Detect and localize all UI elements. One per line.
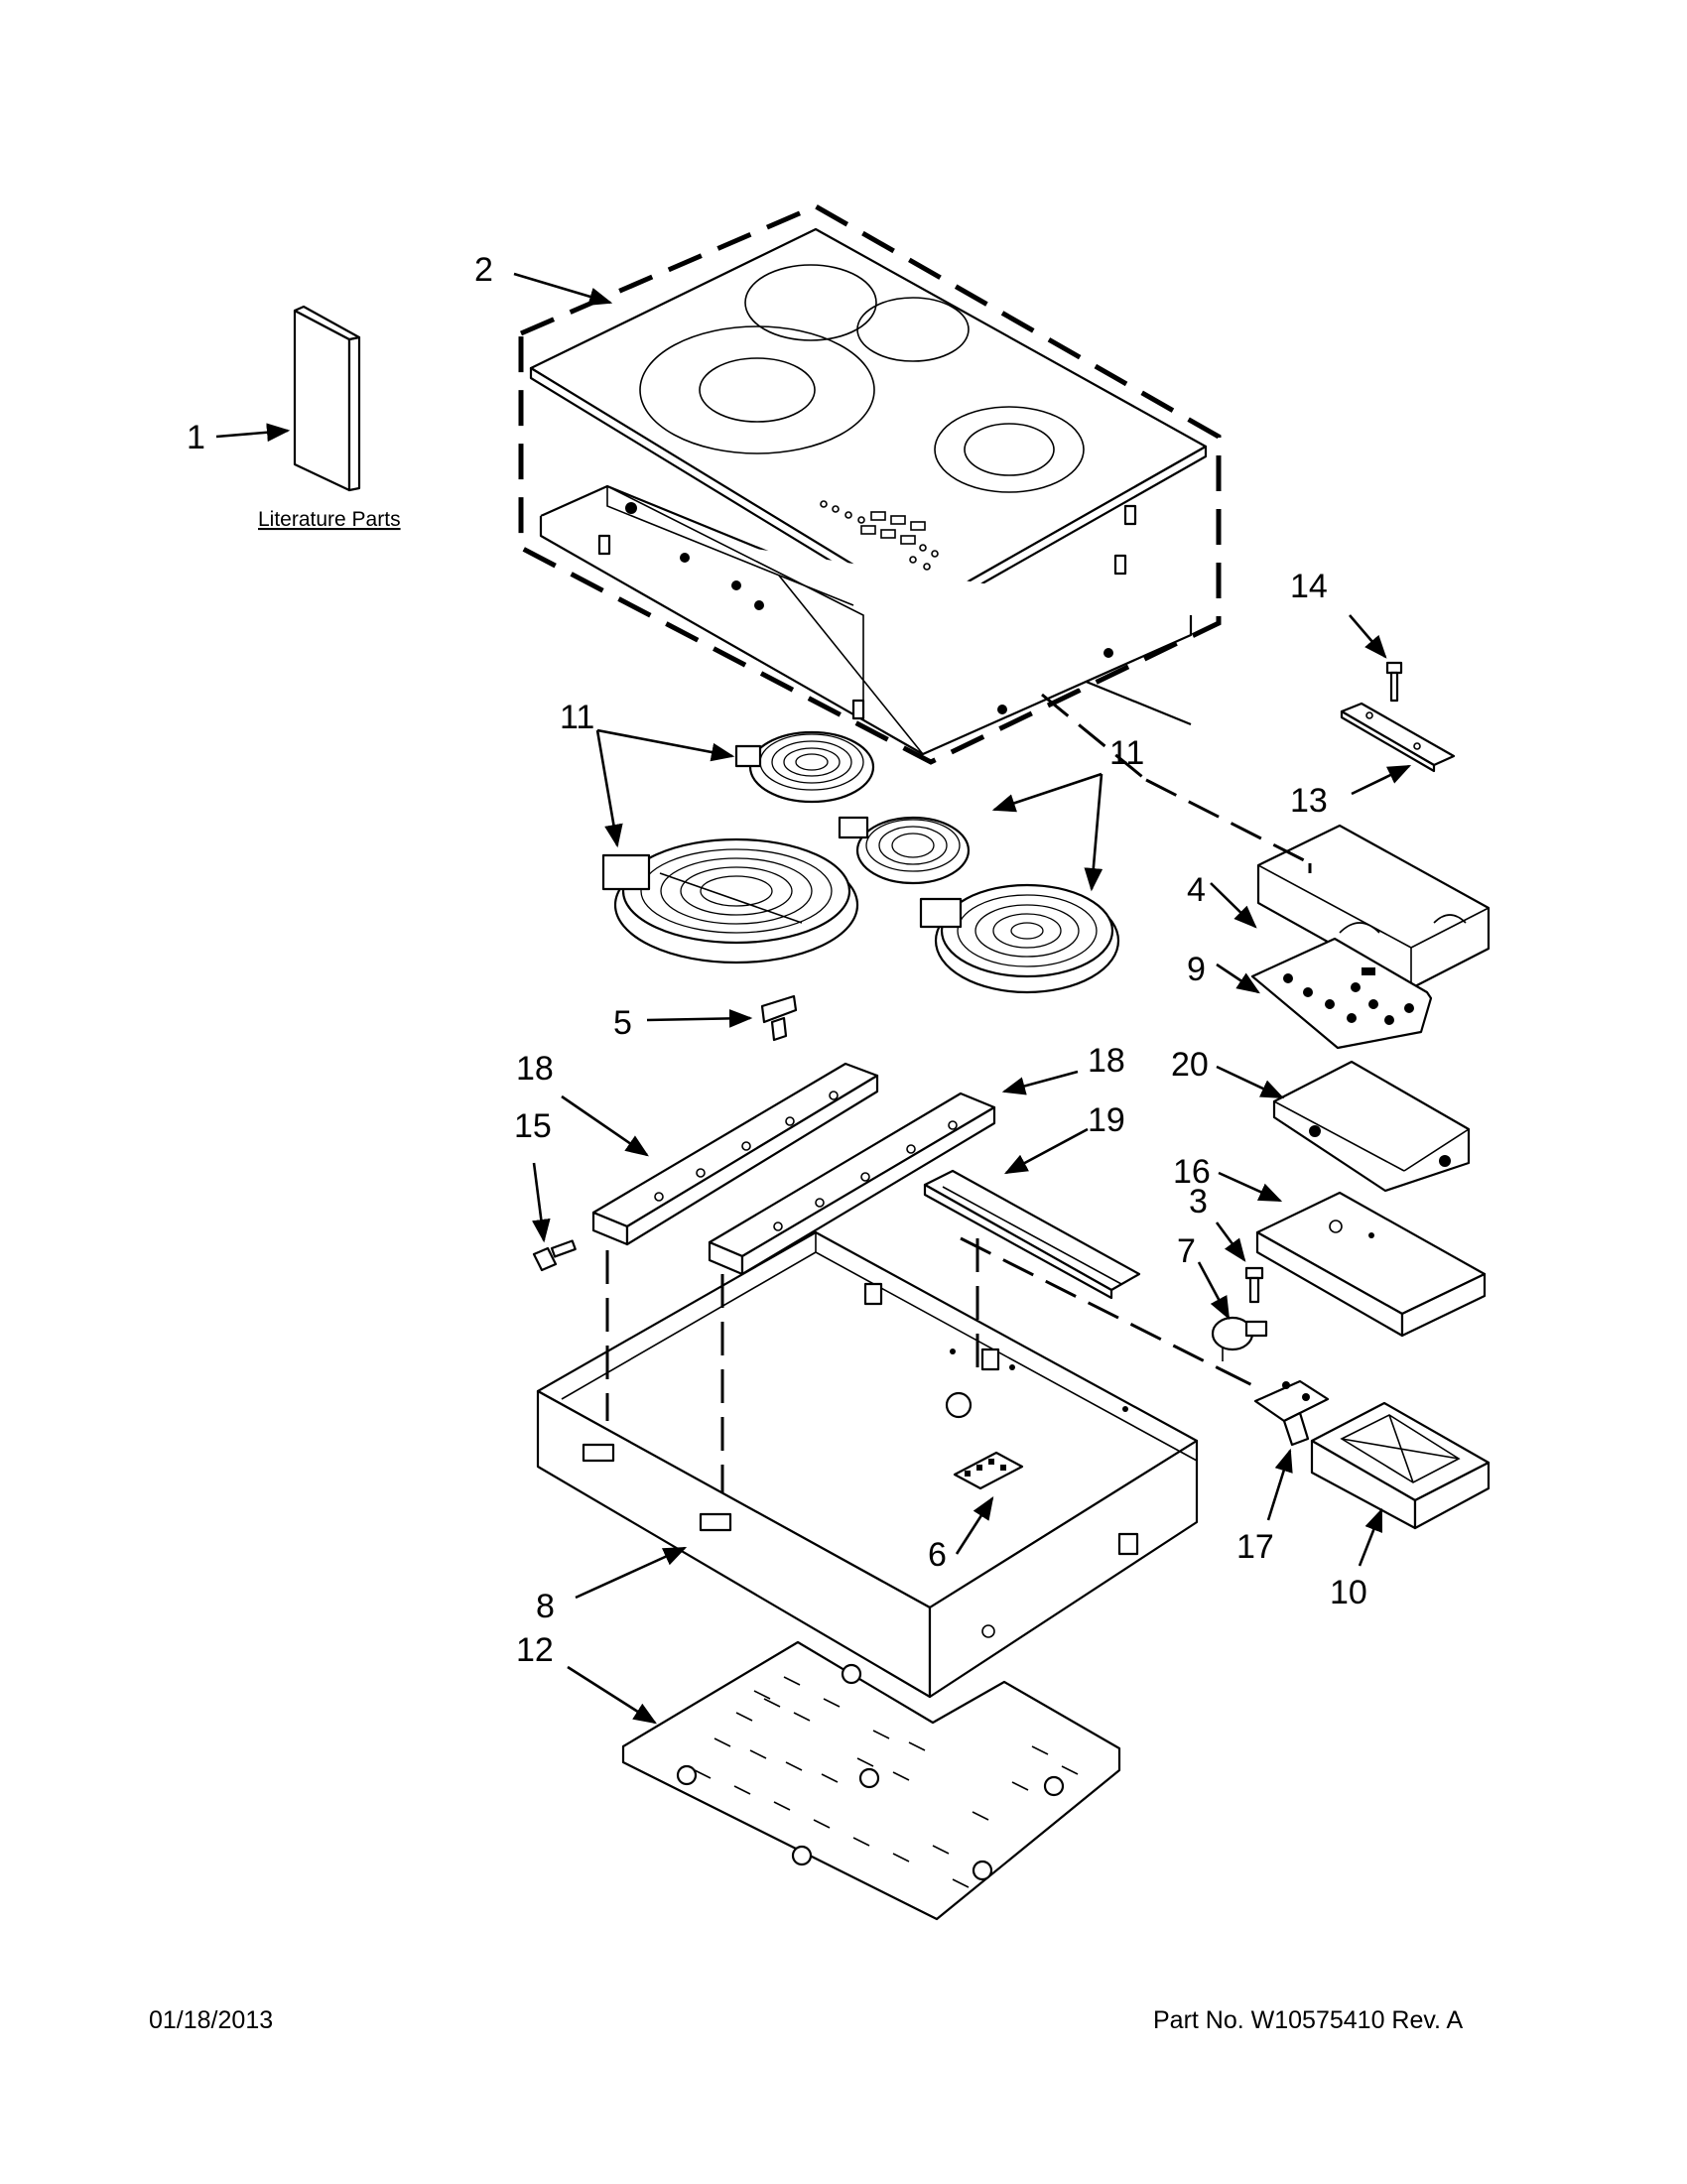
surface-element-small-rear — [734, 730, 875, 804]
callout-17: 17 — [1236, 1528, 1274, 1566]
literature-parts-label: Literature Parts — [258, 508, 401, 531]
footer-part-number: Part No. W10575410 Rev. A — [1153, 2006, 1464, 2034]
cooktop-box-8 — [536, 1230, 1199, 1699]
callout-18-left: 18 — [516, 1050, 554, 1088]
surface-element-large-right — [919, 883, 1120, 994]
leader-12 — [567, 1665, 657, 1725]
support-bracket-18-right — [708, 1092, 996, 1276]
mounting-bracket-13 — [1340, 702, 1456, 773]
surface-element-small-right — [838, 816, 971, 885]
leader-19 — [1003, 1127, 1089, 1175]
bracket-17 — [1253, 1379, 1330, 1447]
shield-16 — [1255, 1191, 1487, 1338]
terminal-block-6 — [953, 1451, 1024, 1490]
callout-5: 5 — [613, 1004, 632, 1042]
surface-element-large-left — [601, 837, 859, 964]
rail-19 — [923, 1169, 1141, 1300]
leaders-11-left — [595, 728, 735, 848]
leader-6 — [955, 1496, 994, 1555]
leader-18-left — [561, 1094, 649, 1157]
callout-2: 2 — [474, 251, 493, 289]
leader-18-right — [1001, 1070, 1079, 1095]
leader-13 — [1351, 764, 1412, 796]
callout-18-right: 18 — [1088, 1042, 1125, 1080]
leader-2 — [513, 272, 613, 306]
assembly-guide-lines — [605, 693, 1312, 1492]
cooktop-assembly — [518, 203, 1222, 765]
literature-booklet — [293, 305, 361, 492]
callout-6: 6 — [928, 1536, 947, 1574]
leader-16 — [1218, 1171, 1283, 1203]
callout-4: 4 — [1187, 871, 1206, 909]
element-clip — [760, 994, 798, 1042]
leaders-11-right — [991, 772, 1103, 892]
leader-1 — [215, 423, 291, 443]
control-board-9 — [1250, 937, 1433, 1050]
callout-1: 1 — [187, 419, 205, 456]
callout-8: 8 — [536, 1588, 555, 1625]
callout-15: 15 — [514, 1107, 552, 1145]
screw-14 — [1385, 661, 1403, 703]
screw-15 — [532, 1239, 577, 1272]
leader-10 — [1358, 1507, 1383, 1567]
leader-3 — [1215, 1221, 1246, 1262]
leader-20 — [1216, 1065, 1285, 1099]
footer-date: 01/18/2013 — [149, 2006, 273, 2034]
panel-vent-slots — [694, 1676, 1079, 1888]
leader-14 — [1349, 614, 1387, 659]
leader-8 — [575, 1546, 688, 1600]
callout-20: 20 — [1171, 1046, 1209, 1084]
leader-9 — [1216, 963, 1260, 994]
callout-14: 14 — [1290, 568, 1328, 605]
callout-11-right: 11 — [1109, 734, 1144, 772]
control-panel-symbols — [820, 500, 939, 571]
board-cover-20 — [1272, 1060, 1471, 1193]
bottom-panel-12 — [621, 1640, 1121, 1921]
leader-7 — [1197, 1261, 1231, 1321]
callout-13: 13 — [1290, 782, 1328, 820]
base-bracket-10 — [1310, 1401, 1491, 1530]
leader-5 — [646, 1009, 753, 1028]
callout-7: 7 — [1177, 1232, 1196, 1270]
callout-16: 16 — [1173, 1153, 1211, 1191]
switch-7 — [1211, 1316, 1268, 1361]
callout-10: 10 — [1330, 1574, 1367, 1611]
leader-17 — [1266, 1448, 1293, 1521]
control-bracket-4 — [1256, 824, 1491, 990]
leader-15 — [532, 1162, 551, 1243]
callout-19: 19 — [1088, 1101, 1125, 1139]
callout-3: 3 — [1189, 1183, 1208, 1220]
screw-3 — [1244, 1266, 1264, 1304]
callout-12: 12 — [516, 1631, 554, 1669]
callout-11-left: 11 — [560, 699, 594, 736]
support-bracket-18-left — [591, 1062, 879, 1246]
callout-9: 9 — [1187, 951, 1206, 988]
leader-4 — [1210, 882, 1257, 929]
